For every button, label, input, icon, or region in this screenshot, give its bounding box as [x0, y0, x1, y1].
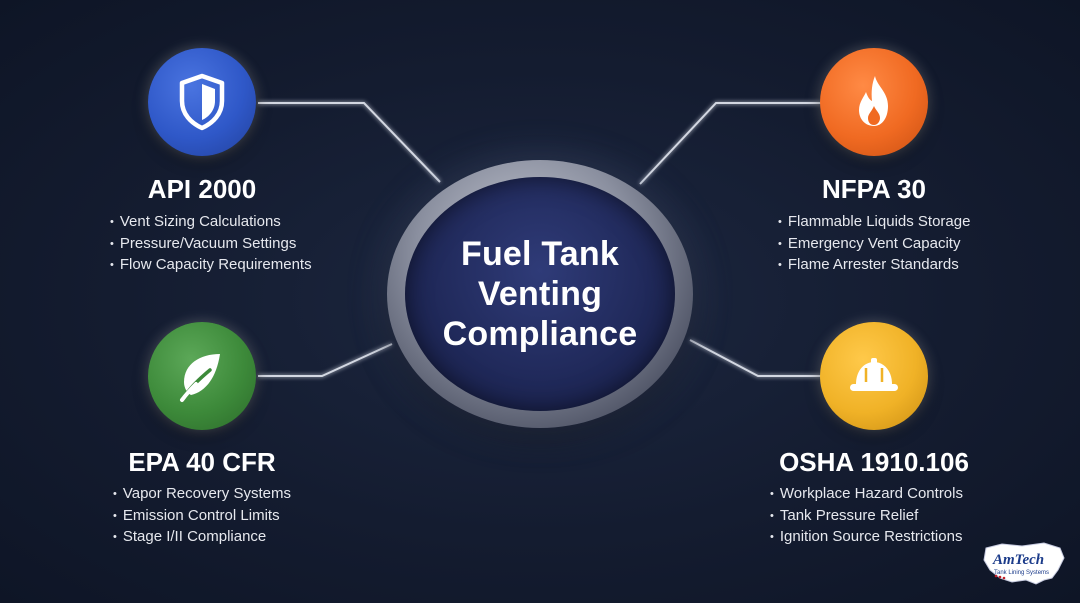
- list-item: Stage I/II Compliance: [113, 527, 291, 549]
- list-item: Emergency Vent Capacity: [778, 234, 970, 256]
- list-item: Flow Capacity Requirements: [110, 255, 312, 277]
- list-item: Ignition Source Restrictions: [770, 527, 963, 549]
- company-logo: [983, 542, 1065, 585]
- connector-nfpa: [639, 102, 822, 185]
- api-title: API 2000: [147, 174, 257, 204]
- logo-tagline: Tank Lining Systems: [994, 570, 1050, 576]
- leaf-icon: [180, 354, 220, 402]
- hard-hat-icon: [850, 358, 898, 391]
- list-item: Vent Sizing Calculations: [110, 212, 312, 234]
- nfpa-bullets: Flammable Liquids Storage Emergency Vent…: [778, 212, 971, 277]
- connector-api: [258, 102, 441, 183]
- osha-title: OSHA 1910.106: [779, 447, 969, 477]
- epa-title: EPA 40 CFR: [128, 447, 276, 477]
- hub-title-line: Compliance: [442, 315, 638, 353]
- nfpa-badge: [820, 48, 928, 156]
- nfpa-title: NFPA 30: [821, 174, 927, 204]
- list-item: Emission Control Limits: [113, 506, 291, 528]
- list-item: Flame Arrester Standards: [778, 255, 970, 277]
- hub-title-line: Fuel Tank: [461, 235, 619, 273]
- hub-title-line: Venting: [477, 275, 603, 313]
- flame-icon: [859, 76, 888, 126]
- logo-name: AmTech: [993, 552, 1045, 568]
- epa-bullets: Vapor Recovery Systems Emission Control …: [113, 484, 291, 549]
- list-item: Vapor Recovery Systems: [113, 484, 291, 506]
- epa-badge: [148, 322, 256, 430]
- shield-icon: [179, 73, 225, 131]
- list-item: Pressure/Vacuum Settings: [110, 234, 312, 256]
- connector-epa: [258, 343, 393, 377]
- osha-bullets: Workplace Hazard Controls Tank Pressure …: [770, 484, 963, 549]
- connector-osha: [689, 339, 822, 377]
- list-item: Flammable Liquids Storage: [778, 212, 971, 234]
- osha-badge: [820, 322, 928, 430]
- list-item: Workplace Hazard Controls: [770, 484, 963, 506]
- api-bullets: Vent Sizing Calculations Pressure/Vacuum…: [110, 212, 312, 277]
- list-item: Tank Pressure Relief: [770, 506, 963, 528]
- api-badge: [148, 48, 256, 156]
- hub-title: Fuel Tank Venting Compliance: [405, 177, 675, 411]
